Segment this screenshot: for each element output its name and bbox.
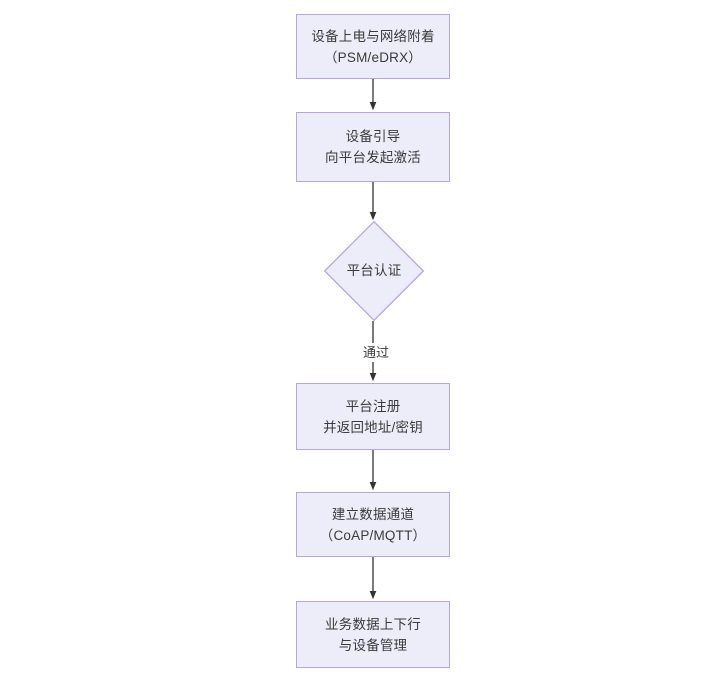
diamond-shape — [324, 221, 424, 321]
node-platform-registration[interactable]: 平台注册 并返回地址/密钥 — [296, 383, 450, 450]
node-line: （CoAP/MQTT） — [319, 527, 427, 543]
node-line: 设备引导 — [345, 129, 401, 144]
node-line: 建立数据通道 — [331, 506, 415, 522]
node-line: 并返回地址/密钥 — [323, 419, 423, 435]
node-line: 平台认证 — [346, 263, 402, 278]
node-line: 平台注册 — [345, 398, 401, 414]
node-platform-authentication[interactable]: 平台认证 — [324, 221, 424, 321]
node-line: 向平台发起激活 — [325, 150, 421, 165]
node-line: 设备上电与网络附着 — [311, 28, 435, 44]
node-data-channel[interactable]: 建立数据通道 （CoAP/MQTT） — [296, 492, 450, 557]
edge-label-text: 通过 — [362, 345, 389, 360]
node-device-power-on[interactable]: 设备上电与网络附着 （PSM/eDRX） — [296, 14, 450, 79]
node-line: 业务数据上下行 — [325, 616, 421, 632]
node-device-bootstrap[interactable]: 设备引导 向平台发起激活 — [296, 112, 450, 182]
edge-label-pass: 通过 — [352, 343, 400, 362]
node-business-data-and-device-management[interactable]: 业务数据上下行 与设备管理 — [296, 601, 450, 668]
node-line: 与设备管理 — [338, 637, 408, 653]
node-line: （PSM/eDRX） — [323, 49, 423, 65]
